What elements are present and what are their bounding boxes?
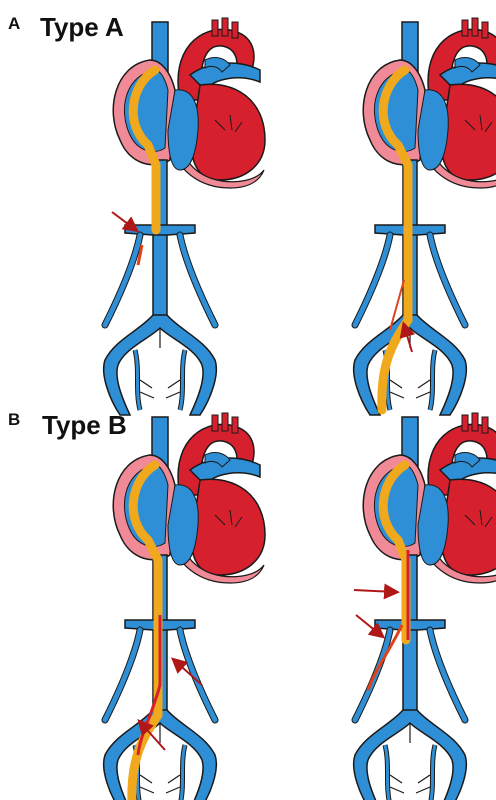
red-arrow [112, 212, 136, 230]
red-arrow [354, 590, 396, 592]
panel-b-right-illustration [354, 413, 496, 800]
panel-a-left-illustration [104, 18, 265, 415]
lesion-mark [368, 625, 402, 690]
panel-b-left-illustration [104, 413, 265, 800]
panel-a-right-illustration [354, 18, 496, 415]
